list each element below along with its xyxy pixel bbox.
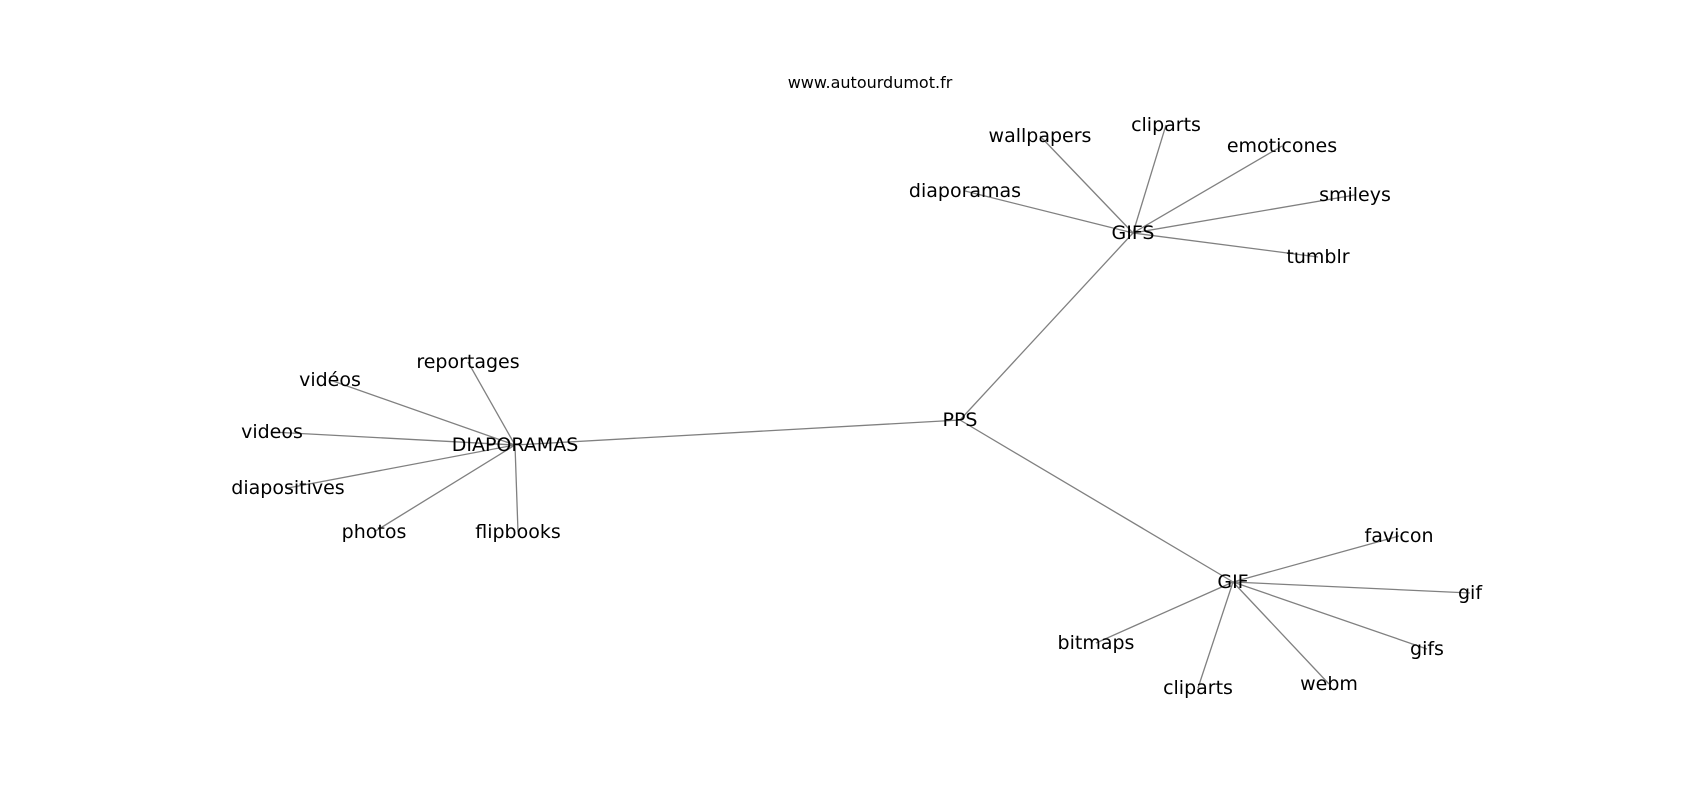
edge-gifs-emoticones <box>1132 145 1283 234</box>
edge-gif-gif_leaf <box>1232 581 1471 594</box>
graph-labels: PPS GIFS DIAPORAMAS GIF wallpapers cliparts em… <box>231 114 1483 699</box>
node-cliparts_gifs: cliparts <box>1131 114 1201 136</box>
edge-gif-favicon <box>1232 535 1400 583</box>
node-favicon: favicon <box>1365 525 1434 547</box>
graph-edges <box>271 124 1471 689</box>
edge-gif-bitmaps <box>1095 581 1234 644</box>
edge-diaporamas_hub-reportages <box>467 361 516 446</box>
edge-diaporamas_hub-diapositives <box>287 444 516 489</box>
edge-diaporamas_hub-videos <box>271 431 516 446</box>
node-flipbooks: flipbooks <box>475 521 561 543</box>
node-emoticones: emoticones <box>1227 135 1337 157</box>
node-cliparts_gif: cliparts <box>1163 677 1233 699</box>
node-reportages: reportages <box>416 351 519 373</box>
edge-pps-gifs <box>959 232 1134 421</box>
edge-diaporamas_hub-videos_accent <box>329 379 516 446</box>
edge-pps-gif <box>959 419 1234 583</box>
node-gifs_leaf: gifs <box>1410 638 1444 660</box>
edge-diaporamas_hub-flipbooks <box>514 444 519 533</box>
edge-pps-diaporamas_hub <box>514 419 961 446</box>
node-smileys: smileys <box>1319 184 1391 206</box>
edge-gif-cliparts_gif <box>1197 581 1234 689</box>
node-wallpapers: wallpapers <box>989 125 1092 147</box>
node-webm: webm <box>1300 673 1358 695</box>
edge-gifs-tumblr <box>1132 232 1319 258</box>
edge-gif-webm <box>1232 581 1330 685</box>
node-diapositives: diapositives <box>231 477 344 499</box>
edge-gifs-wallpapers <box>1039 135 1134 234</box>
node-diaporamas_leaf: diaporamas <box>909 180 1021 202</box>
edge-diaporamas_hub-photos <box>373 444 516 533</box>
node-tumblr: tumblr <box>1286 246 1349 268</box>
node-videos: videos <box>241 421 303 443</box>
node-gifs: GIFS <box>1112 222 1155 244</box>
node-pps: PPS <box>943 409 978 431</box>
edge-gifs-smileys <box>1132 194 1356 234</box>
node-gif: GIF <box>1217 571 1248 593</box>
edge-gifs-diaporamas_leaf <box>964 190 1134 234</box>
node-gif_leaf: gif <box>1458 582 1483 604</box>
node-photos: photos <box>342 521 407 543</box>
node-videos_accent: vidéos <box>299 369 361 391</box>
site-url: www.autourdumot.fr <box>788 73 953 92</box>
node-diaporamas_hub: DIAPORAMAS <box>452 434 579 456</box>
edge-gifs-cliparts_gifs <box>1132 124 1167 234</box>
node-bitmaps: bitmaps <box>1058 632 1135 654</box>
edge-gif-gifs_leaf <box>1232 581 1428 650</box>
